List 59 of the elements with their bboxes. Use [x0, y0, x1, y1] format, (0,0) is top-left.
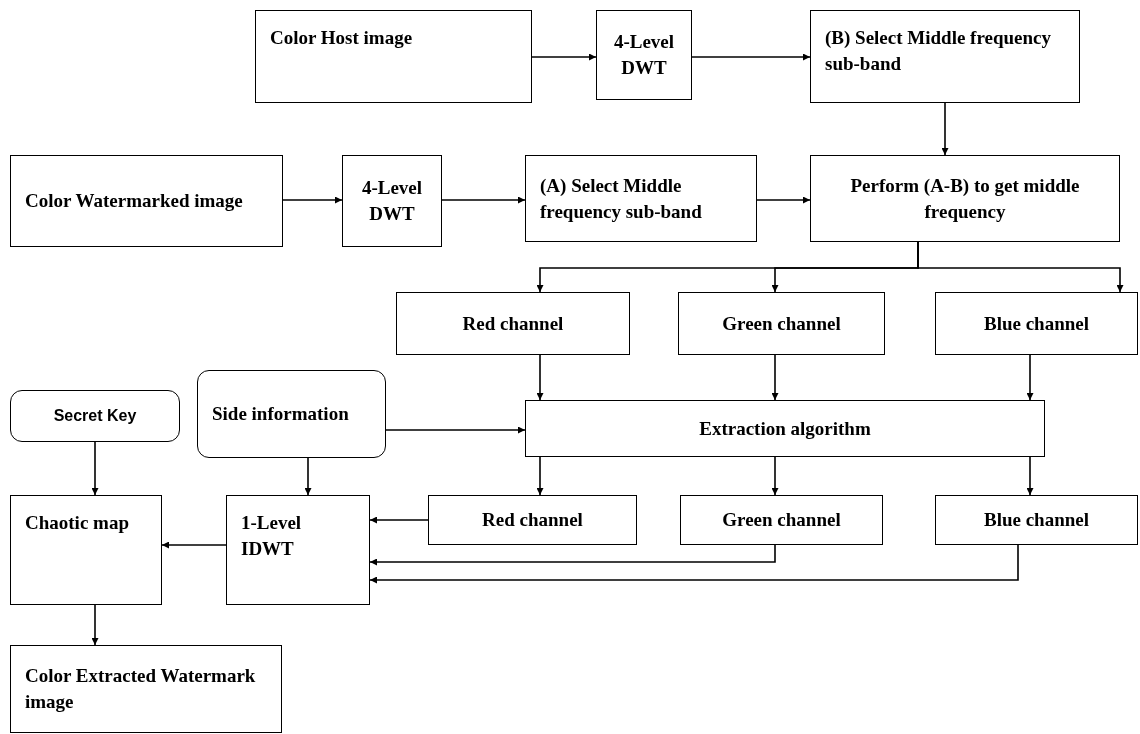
- box-label: Secret Key: [53, 406, 137, 427]
- arrow: [536, 354, 544, 401]
- arrow: [941, 102, 949, 156]
- process-box: [255, 10, 532, 103]
- process-box: [935, 292, 1138, 355]
- process-box: [935, 495, 1138, 545]
- arrow: [531, 53, 597, 61]
- process-box: [10, 495, 162, 605]
- process-box: [810, 10, 1080, 103]
- box-label: Color Watermarked image: [25, 189, 243, 214]
- arrow: [691, 53, 811, 61]
- arrow: [756, 196, 811, 204]
- box-label: 1-Level IDWT: [241, 511, 303, 561]
- box-label: Red channel: [462, 311, 564, 336]
- arrow: [304, 457, 312, 496]
- process-box: [428, 495, 637, 545]
- arrow: [771, 456, 779, 496]
- arrow: [917, 241, 1124, 293]
- box-label: Green channel: [722, 508, 841, 533]
- arrow: [1026, 456, 1034, 496]
- arrow: [771, 354, 779, 401]
- arrow: [369, 516, 429, 524]
- arrow: [385, 426, 526, 434]
- box-label: (B) Select Middle frequency sub-band: [825, 26, 1053, 76]
- box-label: Green channel: [722, 311, 841, 336]
- input-box: [10, 390, 180, 442]
- arrow: [282, 196, 343, 204]
- box-label: Blue channel: [983, 311, 1090, 336]
- input-box: [197, 370, 386, 458]
- box-label: Color Extracted Watermark image: [25, 664, 257, 714]
- arrow: [441, 196, 526, 204]
- process-box: [525, 400, 1045, 457]
- box-label: 4-Level DWT: [360, 176, 424, 226]
- arrow: [536, 456, 544, 496]
- box-label: (A) Select Middle frequency sub-band: [540, 173, 703, 224]
- process-box: [678, 292, 885, 355]
- process-box: [10, 645, 282, 733]
- process-box: [342, 155, 442, 247]
- process-box: [596, 10, 692, 100]
- process-box: [525, 155, 757, 242]
- box-label: Extraction algorithm: [699, 416, 871, 441]
- process-box: [10, 155, 283, 247]
- box-label: Chaotic map: [25, 511, 129, 535]
- arrow: [369, 544, 776, 566]
- process-box: [810, 155, 1120, 242]
- arrow: [91, 604, 99, 646]
- process-box: [680, 495, 883, 545]
- box-label: Perform (A-B) to get middle frequency: [849, 173, 1081, 224]
- process-box: [226, 495, 370, 605]
- arrow: [91, 441, 99, 496]
- arrow: [369, 544, 1019, 584]
- box-label: Side information: [212, 402, 349, 427]
- box-label: Blue channel: [983, 508, 1090, 533]
- box-label: Color Host image: [270, 26, 413, 50]
- process-box: [396, 292, 630, 355]
- arrow: [1026, 354, 1034, 401]
- arrow: [161, 541, 227, 549]
- box-label: Red channel: [482, 508, 583, 533]
- box-label: 4-Level DWT: [612, 30, 676, 80]
